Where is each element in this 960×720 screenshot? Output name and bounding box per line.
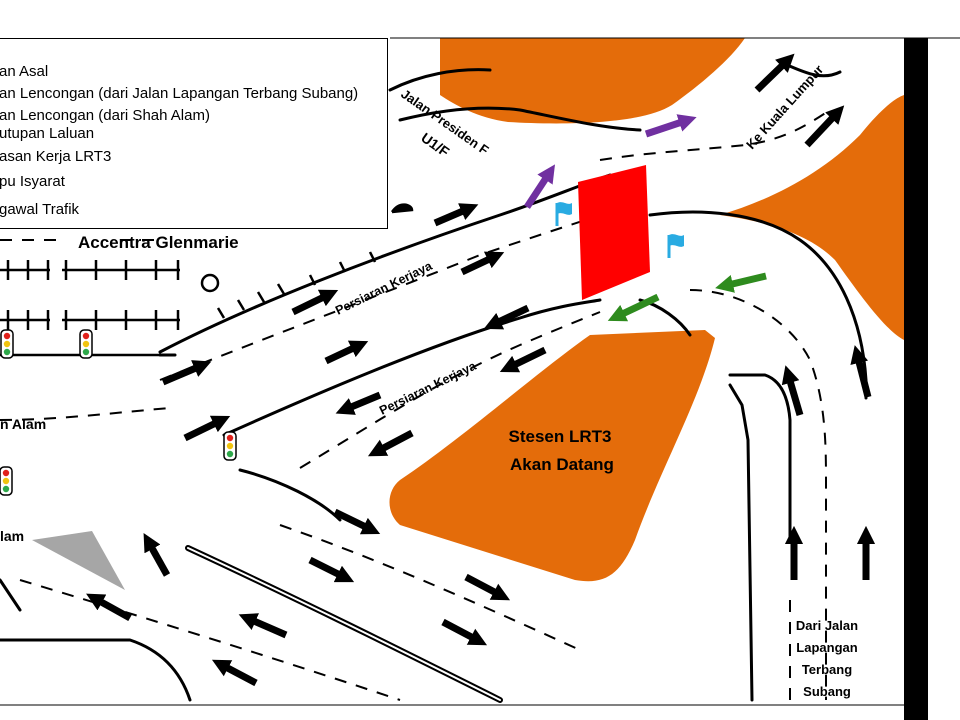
arrow-black: [86, 593, 132, 622]
dari-jalan-line3: Terbang: [802, 662, 852, 677]
legend-item-label: gawal Trafik: [0, 201, 80, 218]
legend-item-penutupan-laluan: utupan Laluan: [0, 125, 94, 143]
road-edges: [0, 60, 868, 702]
legend-item-label: an Lencongan (dari Jalan Lapangan Terban…: [0, 85, 359, 102]
arrow-black: [433, 203, 479, 227]
shah-alam-upper-label: n Alam: [0, 416, 46, 432]
highway-barrier: [904, 38, 928, 720]
arrow-purple: [524, 164, 555, 209]
arrow-black: [441, 618, 488, 646]
arrow-black: [804, 105, 845, 148]
arrow-black: [183, 415, 231, 442]
arrow-black: [754, 53, 795, 93]
traffic-light-icon: [0, 466, 13, 496]
legend-item-lencongan-subang: an Lencongan (dari Jalan Lapangan Terban…: [0, 85, 358, 103]
arrow-black: [781, 365, 804, 416]
detour-purple-arrows: [524, 114, 697, 209]
stesen-akan-datang-label: Akan Datang: [510, 455, 614, 474]
land-lrt3-station-parcel: [389, 330, 715, 582]
legend-item-label: asan Kerja LRT3: [0, 148, 112, 165]
original-route-arrows: [86, 53, 876, 687]
arrow-black: [464, 573, 511, 601]
flag-icon: [667, 234, 684, 258]
arrow-black: [238, 613, 288, 639]
legend-item-pengawal-trafik: gawal Trafik: [0, 201, 79, 219]
legend-item-jalan-asal: an Asal: [0, 63, 48, 81]
jalan-presiden-u1f-label: U1/F: [418, 129, 452, 160]
arrow-green: [607, 293, 660, 322]
shah-alam-lower-label: lam: [0, 528, 24, 544]
persiaran-kerjaya-lower-label: Persiaran Kerjaya: [377, 358, 479, 417]
legend: an Asal an Lencongan (dari Jalan Lapanga…: [0, 38, 388, 229]
arrow-black: [460, 251, 505, 276]
lrt3-work-zone: [578, 165, 650, 300]
legend-item-label: an Asal: [0, 63, 49, 80]
arrow-black: [308, 556, 355, 583]
arrow-black: [483, 304, 530, 330]
legend-item-label: pu Isyarat: [0, 173, 65, 190]
traffic-light-icon: [79, 329, 93, 359]
dari-jalan-line2: Lapangan: [796, 640, 857, 655]
legend-item-kawasan-kerja: asan Kerja LRT3: [0, 148, 111, 166]
land-top-parcel: [440, 38, 745, 124]
arrow-black: [291, 289, 339, 316]
arrow-black: [143, 533, 171, 577]
traffic-light-icon: [223, 431, 237, 461]
arrow-black: [335, 391, 382, 415]
lane-dashes: [0, 109, 831, 701]
dari-jalan-line4: Subang: [803, 684, 851, 699]
stesen-lrt3-label: Stesen LRT3: [509, 427, 612, 446]
traffic-light-icon: [0, 329, 14, 359]
arrow-black: [499, 346, 547, 373]
detour-green-arrows: [607, 272, 767, 322]
dari-jalan-line1: Dari Jalan: [796, 618, 858, 633]
arrow-black: [367, 429, 414, 457]
land-right-parcel: [720, 95, 904, 340]
arrow-black: [211, 659, 258, 687]
legend-item-lencongan-shah-alam: an Lencongan (dari Shah Alam): [0, 107, 210, 125]
curb-ticks: [216, 203, 414, 319]
accentra-label: Accentra Glenmarie: [78, 233, 239, 252]
arrow-black: [850, 345, 872, 398]
arrow-purple: [644, 114, 697, 138]
flag-icon: [555, 202, 572, 226]
legend-item-label: utupan Laluan: [0, 125, 95, 142]
arrow-black: [324, 340, 369, 365]
traffic-island-triangle: [32, 531, 125, 590]
persiaran-kerjaya-upper-label: Persiaran Kerjaya: [333, 258, 435, 317]
arrow-black: [333, 508, 381, 535]
arrow-black: [161, 360, 212, 386]
legend-item-label: an Lencongan (dari Shah Alam): [0, 107, 210, 124]
legend-item-lampu-isyarat: pu Isyarat: [0, 173, 65, 191]
arrow-green: [715, 272, 767, 293]
